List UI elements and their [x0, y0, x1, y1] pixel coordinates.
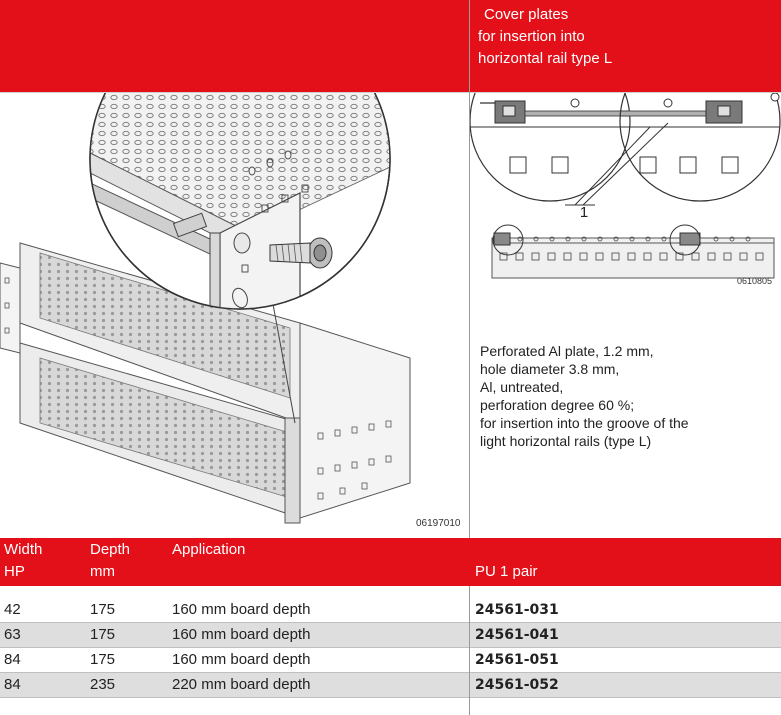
header-depth: Depth — [90, 541, 131, 558]
description-line: perforation degree 60 %; — [480, 397, 635, 413]
cell-order-code: 24561-041 — [475, 627, 559, 643]
cell-depth: 235 — [90, 676, 116, 693]
header-title-line-2: for insertion into — [478, 28, 585, 45]
table-row: 84 235 220 mm board depth 24561-052 — [0, 673, 781, 697]
header-width: Width — [4, 541, 43, 558]
header-width-unit: HP — [4, 563, 25, 580]
table-column-divider — [469, 586, 470, 715]
row-divider — [0, 672, 781, 673]
cell-depth: 175 — [90, 601, 116, 618]
header-title-line-1: Cover plates — [484, 6, 569, 23]
cell-width: 84 — [4, 676, 21, 693]
rail-detail-drawing: 1 — [469, 40, 781, 293]
header-title-line-3: horizontal rail type L — [478, 50, 613, 67]
product-description: Perforated Al plate, 1.2 mm, hole diamet… — [480, 342, 775, 450]
header-depth-unit: mm — [90, 563, 115, 580]
product-illustration — [0, 8, 469, 538]
table-header: Width HP Depth mm Application PU 1 pair — [0, 538, 781, 586]
description-line: light horizontal rails (type L) — [480, 433, 652, 449]
cell-width: 84 — [4, 651, 21, 668]
cell-depth: 175 — [90, 651, 116, 668]
drawing-code: 0610805 — [737, 276, 773, 286]
description-line: Perforated Al plate, 1.2 mm, — [480, 343, 654, 359]
header-red-band — [0, 0, 469, 92]
table-row: 42 175 160 mm board depth 24561-031 — [0, 598, 781, 622]
description-line: hole diameter 3.8 mm, — [480, 361, 620, 377]
cell-width: 42 — [4, 601, 21, 618]
cell-depth: 175 — [90, 626, 116, 643]
header-divider — [0, 92, 781, 93]
cell-application: 160 mm board depth — [172, 601, 311, 618]
cell-order-code: 24561-031 — [475, 602, 559, 618]
cell-application: 220 mm board depth — [172, 676, 311, 693]
cell-order-code: 24561-051 — [475, 652, 559, 668]
cell-order-code: 24561-052 — [475, 677, 559, 693]
row-divider — [0, 697, 781, 698]
callout-number: 1 — [580, 204, 588, 221]
description-line: Al, untreated, — [480, 379, 564, 395]
header-application: Application — [172, 541, 246, 558]
cell-width: 63 — [4, 626, 21, 643]
header-pu: PU 1 pair — [475, 563, 538, 580]
row-divider — [0, 647, 781, 648]
table-row: 63 175 160 mm board depth 24561-041 — [0, 623, 781, 647]
table-row: 84 175 160 mm board depth 24561-051 — [0, 648, 781, 672]
illustration-code: 06197010 — [416, 518, 461, 529]
row-divider — [0, 622, 781, 623]
description-line: for insertion into the groove of the — [480, 415, 689, 431]
header-title: Cover plates for insertion into horizont… — [470, 0, 781, 92]
cell-application: 160 mm board depth — [172, 626, 311, 643]
cell-application: 160 mm board depth — [172, 651, 311, 668]
column-divider — [469, 0, 470, 538]
